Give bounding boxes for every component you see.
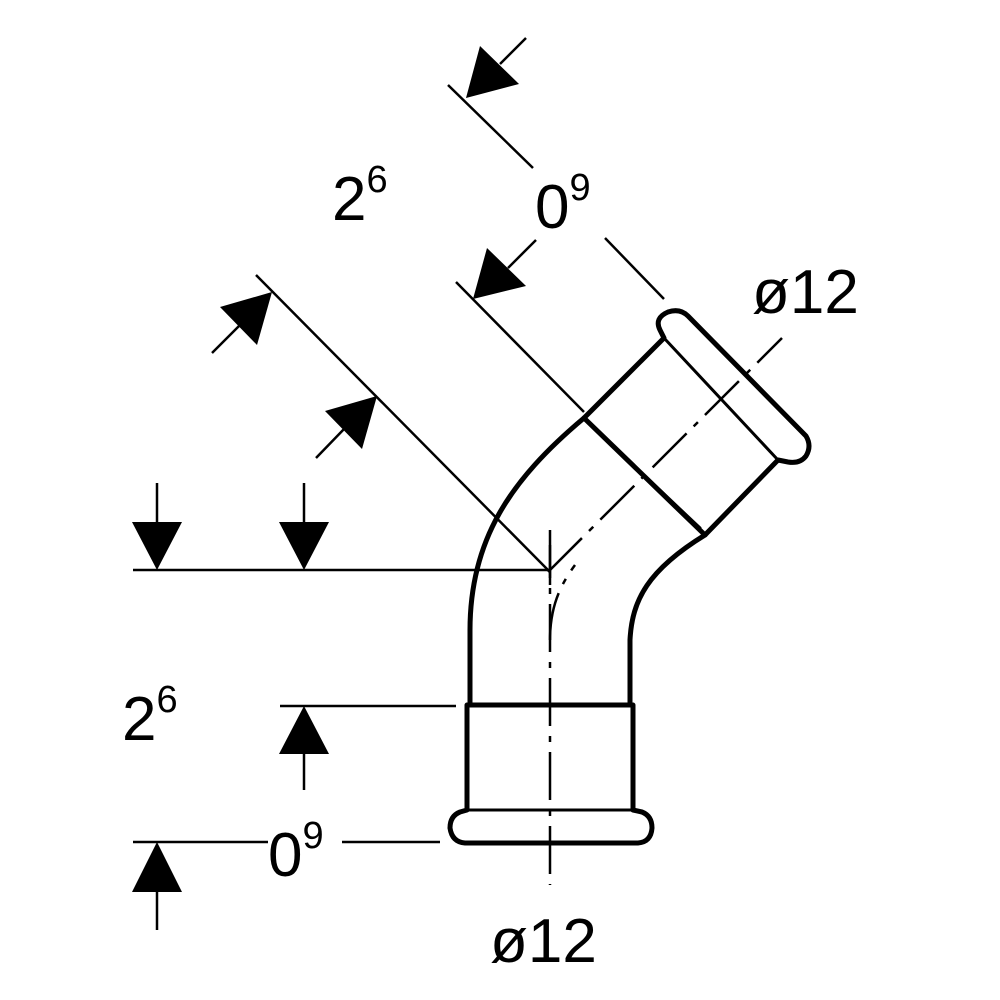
angled-socket-extension-2 (447, 84, 534, 169)
angled-diameter-label: ø12 (752, 258, 859, 327)
fitting-outline (447, 308, 812, 846)
arrowhead-top-angled (466, 46, 519, 98)
angled-dim-extension (255, 274, 549, 571)
arrowhead-center-angled (325, 396, 377, 449)
arrowhead-v3 (279, 706, 329, 754)
angled-center-line (547, 337, 783, 573)
arrow-tail-center (315, 427, 346, 459)
dimension-lines (133, 37, 665, 930)
center-lines (547, 337, 783, 885)
angled-socket-inner-line (590, 424, 702, 530)
arrow-tail-mid (507, 239, 537, 269)
bottom-socket-collar (447, 702, 655, 846)
labels: 26 09 ø12 26 09 ø12 (122, 159, 859, 976)
arrowhead-left-angled (220, 292, 272, 345)
angled-socket-extension-1 (455, 281, 585, 413)
angled-socket-collar (581, 308, 812, 538)
arrow-tail-left (211, 324, 241, 354)
bend-center-arc (548, 564, 577, 641)
angled-socket-extension-3 (604, 237, 665, 300)
elbow-inner-wall (627, 532, 708, 708)
arrowhead-v4 (132, 842, 182, 892)
bottom-diameter-label: ø12 (490, 907, 597, 976)
angled-dim-label: 26 (332, 159, 388, 234)
vertical-socket-label: 09 (268, 815, 324, 890)
vertical-dim-label: 26 (122, 679, 178, 754)
arrowhead-v1 (132, 522, 182, 570)
arrowheads (132, 46, 526, 892)
elbow-outer-wall (467, 415, 587, 708)
arrowhead-mid-angled (473, 248, 526, 299)
arrowhead-v2 (279, 522, 329, 570)
angled-socket-label: 09 (535, 167, 591, 242)
arrow-tail-top (499, 37, 527, 65)
